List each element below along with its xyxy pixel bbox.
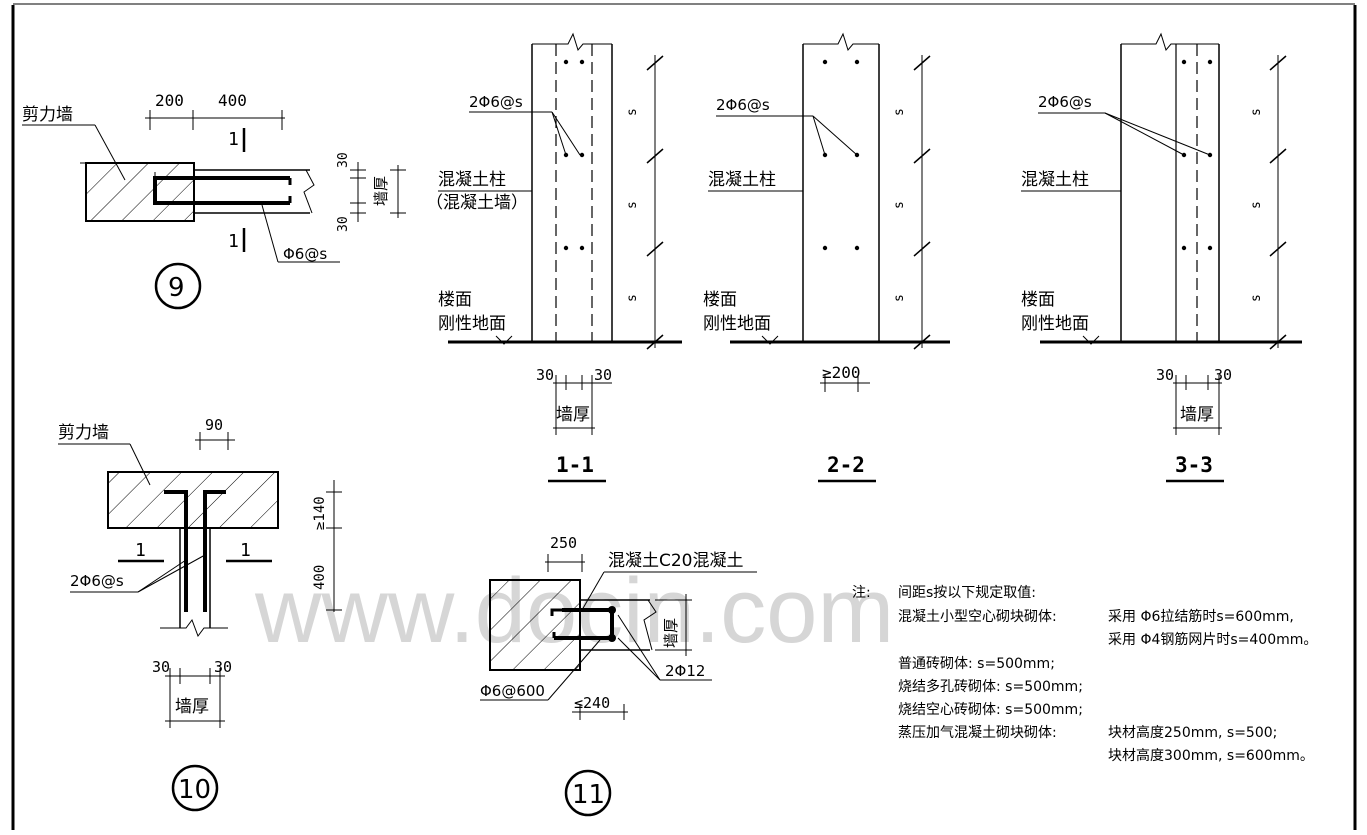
tie-rebar	[554, 608, 614, 640]
notes-line-4: 烧结空心砖砌体: s=500mm;	[898, 702, 1083, 718]
dim-30-right: 30	[214, 658, 232, 676]
dim-30-right: 30	[594, 366, 612, 384]
label-wall-thickness: 墙厚	[372, 176, 390, 206]
concrete-block	[489, 579, 581, 671]
dim-30-left: 30	[1156, 366, 1174, 384]
dim-90: 90	[205, 416, 223, 434]
notes-line-1c: 采用 Φ4钢筋网片时s=400mm。	[1108, 631, 1317, 648]
label-concrete-wall: （混凝土墙）	[426, 193, 528, 213]
notes-heading: 注:	[852, 585, 871, 601]
label-shear-wall: 剪力墙	[22, 105, 73, 125]
label-shear-wall: 剪力墙	[58, 423, 109, 443]
notes-line-1b: 采用 Φ6拉结筋时s=600mm,	[1108, 608, 1294, 625]
label-rebar-2d6: 2Φ6@s	[716, 96, 770, 114]
detail-number-circle	[171, 764, 219, 812]
section-mark-left: 1	[135, 540, 146, 561]
notes-line-5c: 块材高度300mm, s=600mm。	[1108, 747, 1314, 764]
spacing-s-3: s	[625, 294, 640, 302]
detail-9: 剪力墙 200 400 1 1 30 30 墙厚 Φ6@s 9	[22, 91, 406, 310]
label-rigid-ground: 刚性地面	[703, 314, 771, 334]
notes-line-0: 间距s按以下规定取值:	[898, 585, 1036, 601]
section-mark-bottom: 1	[228, 231, 239, 252]
dim-400: 400	[218, 91, 247, 110]
dim-200: 200	[155, 91, 184, 110]
detail-11: 250 混凝土C20混凝土 墙厚 2Φ12 Φ6@600 ≤240 11	[480, 534, 757, 817]
rebar-right	[203, 490, 226, 612]
label-floor: 楼面	[703, 290, 737, 310]
section-title: 2-2	[827, 453, 865, 477]
main-rebar-top	[608, 606, 616, 614]
section-mark-top: 1	[228, 129, 239, 150]
shear-wall	[107, 471, 279, 529]
concrete-block-hatch	[490, 580, 580, 670]
sheet-frame	[11, 3, 1357, 830]
spacing-s-1: s	[1249, 108, 1264, 116]
spacing-s-2: s	[625, 201, 640, 209]
spacing-s-2: s	[1249, 201, 1264, 209]
dim-30-bottom: 30	[336, 216, 351, 232]
detail-number-circle	[154, 262, 202, 310]
spacing-s-1: s	[892, 108, 907, 116]
label-rebar-d6: Φ6@s	[283, 245, 327, 263]
spacing-s-1: s	[625, 108, 640, 116]
label-concrete-column: 混凝土柱	[1021, 170, 1089, 190]
notes-line-5a: 蒸压加气混凝土砌块砌体:	[898, 725, 1057, 741]
detail-number-circle	[564, 769, 612, 817]
label-concrete-column: 混凝土柱	[708, 170, 776, 190]
label-wall-thickness: 墙厚	[662, 618, 680, 648]
spacing-s-3: s	[1249, 294, 1264, 302]
dim-max-240: ≤240	[574, 694, 610, 712]
main-rebar-bottom	[608, 634, 616, 642]
label-rebar-2d6: 2Φ6@s	[70, 572, 124, 590]
detail-10: 剪力墙 90 ≥140 400 1 1 2Φ6@s 30 30 墙厚 10	[58, 416, 342, 812]
notes-line-2: 普通砖砌体: s=500mm;	[898, 656, 1055, 672]
section-mark-right: 1	[240, 540, 251, 561]
label-rebar-2d6: 2Φ6@s	[469, 93, 523, 111]
dim-250: 250	[550, 534, 577, 552]
label-rebar-2d12: 2Φ12	[665, 662, 705, 680]
dim-30-right: 30	[1214, 366, 1232, 384]
section-3-3: s s s 2Φ6@s 混凝土柱 楼面 刚性地面 30 30 墙厚 3-3	[1021, 32, 1302, 483]
label-rebar-2d6: 2Φ6@s	[1038, 93, 1092, 111]
dim-400: 400	[312, 565, 328, 590]
dim-min-140: ≥140	[312, 496, 328, 530]
notes-block: 注: 间距s按以下规定取值: 混凝土小型空心砌块砌体: 采用 Φ6拉结筋时s=6…	[852, 585, 1317, 764]
spacing-s-2: s	[892, 201, 907, 209]
detail-number: 10	[178, 775, 211, 805]
detail-number: 9	[168, 273, 185, 303]
label-concrete-column: 混凝土柱	[438, 170, 506, 190]
label-rigid-ground: 刚性地面	[438, 314, 506, 334]
tie-rebar-outer	[153, 176, 290, 205]
section-title: 1-1	[556, 453, 594, 477]
shear-wall-hatch	[108, 472, 278, 528]
label-wall-thickness: 墙厚	[175, 697, 209, 717]
label-wall-thickness: 墙厚	[556, 405, 590, 425]
dim-30-left: 30	[536, 366, 554, 384]
spacing-s-3: s	[892, 294, 907, 302]
label-rigid-ground: 刚性地面	[1021, 314, 1089, 334]
detail-number: 11	[572, 780, 605, 810]
label-rebar-d6-600: Φ6@600	[480, 682, 545, 700]
section-1-1: s s s 2Φ6@s 混凝土柱 （混凝土墙） 楼面 刚性地面 30 30 墙厚…	[426, 32, 682, 483]
notes-line-3: 烧结多孔砖砌体: s=500mm;	[898, 678, 1083, 695]
label-concrete-c20: 混凝土C20混凝土	[608, 551, 744, 571]
label-floor: 楼面	[438, 290, 472, 310]
notes-line-1a: 混凝土小型空心砌块砌体:	[898, 609, 1057, 625]
dim-30-left: 30	[152, 658, 170, 676]
section-title: 3-3	[1175, 453, 1213, 477]
shear-wall-hatch	[86, 163, 194, 221]
section-2-2: s s s 2Φ6@s 混凝土柱 楼面 刚性地面 ≥200 2-2	[703, 32, 950, 483]
dim-30-top: 30	[336, 152, 351, 168]
label-floor: 楼面	[1021, 290, 1055, 310]
dim-min-200: ≥200	[822, 363, 861, 382]
notes-line-5b: 块材高度250mm, s=500;	[1108, 724, 1277, 741]
label-wall-thickness: 墙厚	[1180, 405, 1214, 425]
rebar-left	[164, 490, 188, 612]
